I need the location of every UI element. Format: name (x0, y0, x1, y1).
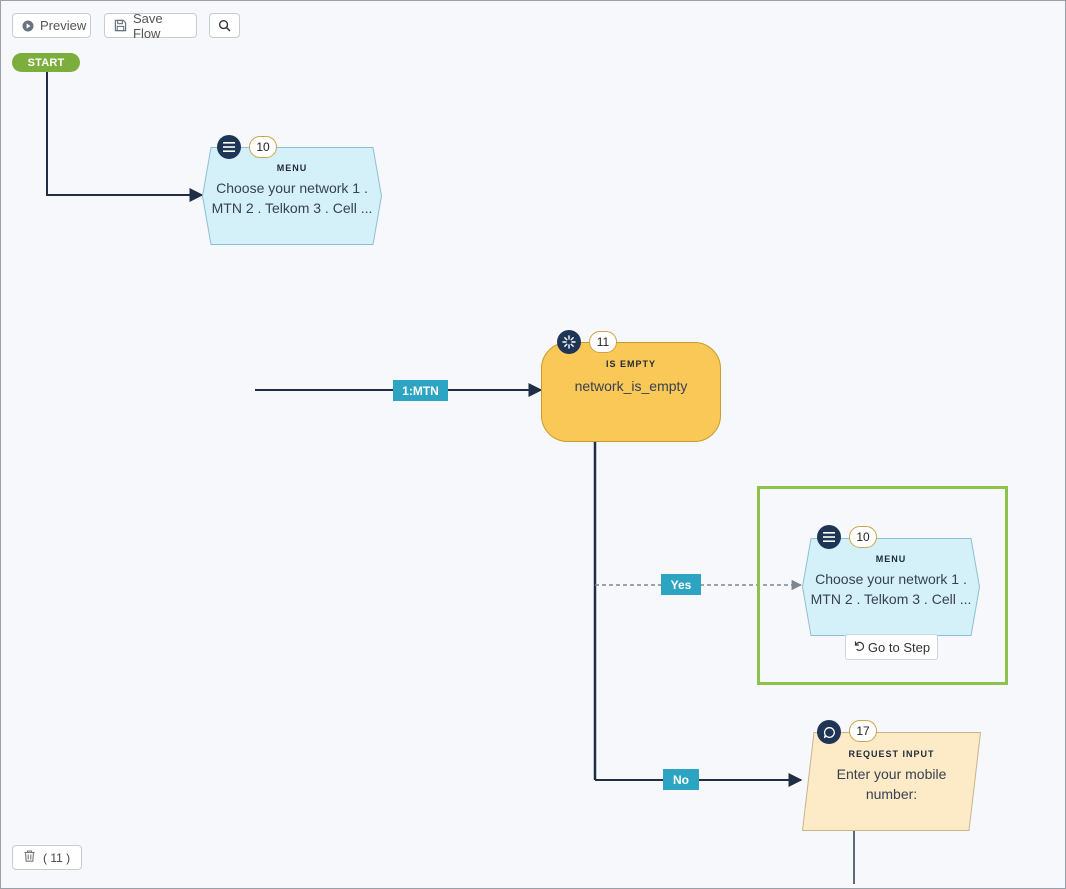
start-label: START (27, 56, 65, 69)
edge-label-mtn: 1:MTN (393, 380, 448, 401)
menu-node-shape (802, 538, 980, 636)
preview-label: Preview (40, 18, 87, 33)
save-icon (114, 19, 127, 32)
is-empty-node-shape (541, 342, 721, 442)
search-icon (218, 19, 231, 32)
menu-node-shape (202, 147, 382, 245)
trash-count: ( 11 ) (43, 850, 71, 865)
node-type-label: REQUEST INPUT (848, 749, 935, 759)
menu-icon (817, 525, 841, 549)
chat-bubble-icon (817, 720, 841, 744)
node-text: Choose your network 1 . MTN 2 . Telkom 3… (810, 571, 972, 607)
goto-menu-node[interactable]: MENU Choose your network 1 . MTN 2 . Tel… (801, 537, 981, 637)
node-type-label: MENU (875, 554, 907, 564)
play-icon (22, 20, 34, 32)
node-text: network_is_empty (574, 378, 688, 394)
save-flow-button[interactable]: Save Flow (104, 10, 197, 41)
node-type-label: IS EMPTY (605, 359, 656, 369)
request-input-node[interactable]: REQUEST INPUT Enter your mobile number: (801, 731, 982, 832)
start-connector (46, 72, 204, 202)
preview-button[interactable]: Preview (12, 13, 91, 38)
is-empty-node[interactable]: IS EMPTY network_is_empty (541, 342, 721, 442)
request-input-node-shape (801, 732, 982, 831)
goto-highlight-box (757, 486, 1008, 685)
go-to-step-label: Go to Step (867, 639, 931, 655)
go-to-step-button[interactable]: Go to Step (845, 634, 938, 660)
step-number-badge: 11 (589, 331, 617, 353)
edge-label-no: No (663, 769, 699, 790)
trash-icon (24, 850, 35, 865)
condition-icon (557, 330, 581, 354)
start-node[interactable]: START (12, 53, 80, 72)
step-number-badge: 17 (849, 720, 877, 742)
node-type-label: MENU (276, 163, 308, 173)
step-number-badge: 10 (249, 136, 277, 158)
step-number-badge: 10 (849, 526, 877, 548)
trash-button[interactable]: ( 11 ) (12, 845, 82, 870)
node-text: Choose your network 1 . MTN 2 . Telkom 3… (211, 180, 373, 216)
menu-node[interactable]: MENU Choose your network 1 . MTN 2 . Tel… (201, 146, 383, 246)
undo-icon (853, 640, 865, 655)
node-text: Enter your mobile number: (836, 766, 947, 802)
save-flow-label: Save Flow (133, 10, 163, 41)
edge-label-yes: Yes (661, 574, 701, 595)
search-button[interactable] (209, 13, 240, 38)
menu-icon (217, 135, 241, 159)
